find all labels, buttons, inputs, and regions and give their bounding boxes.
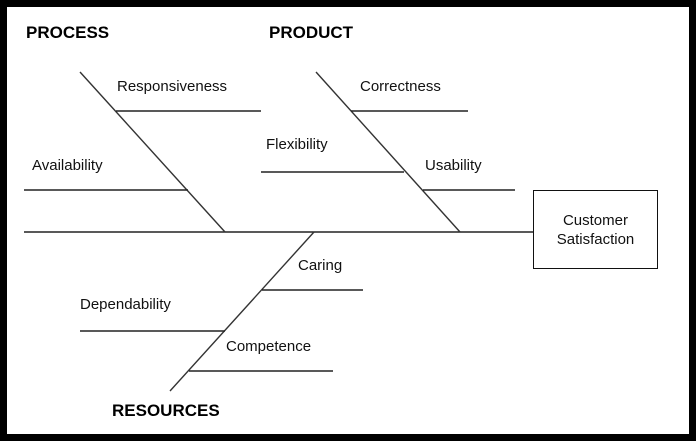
effect-line-2: Satisfaction <box>556 230 635 248</box>
product-bone <box>315 71 461 233</box>
cause-responsiveness: Responsiveness <box>117 78 227 95</box>
cause-correctness: Correctness <box>360 78 441 95</box>
category-product: PRODUCT <box>269 23 354 42</box>
cause-usability: Usability <box>425 157 482 174</box>
resources-bone <box>169 231 315 392</box>
effect-box: Customer Satisfaction <box>533 190 658 269</box>
cause-availability: Availability <box>32 157 103 174</box>
cause-dependability: Dependability <box>80 296 171 313</box>
cause-caring: Caring <box>298 257 342 274</box>
cause-flexibility: Flexibility <box>266 136 328 153</box>
cause-competence: Competence <box>226 338 311 355</box>
effect-line-1: Customer <box>562 211 628 229</box>
category-resources: RESOURCES <box>112 401 220 420</box>
category-process: PROCESS <box>26 23 109 42</box>
process-bone <box>79 71 226 233</box>
